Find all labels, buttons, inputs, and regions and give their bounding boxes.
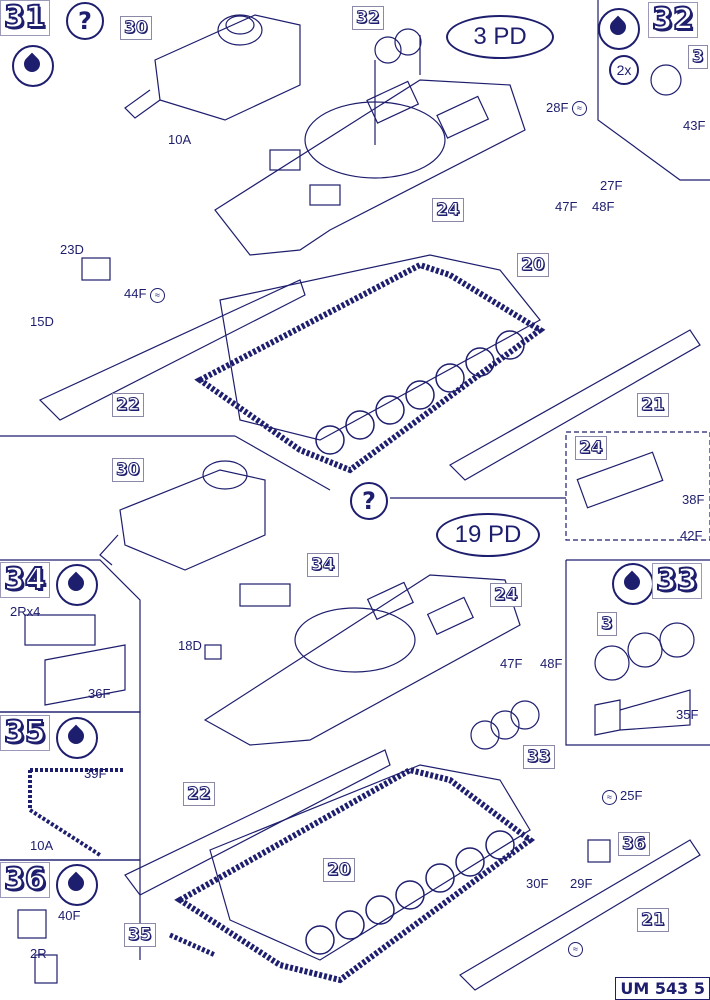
part-number: 24 (432, 198, 464, 222)
part-34-jerrycans (239, 583, 291, 607)
part-number: 30 (120, 16, 152, 40)
catalog-code: UM 543 (620, 979, 689, 998)
part-label: 30F (526, 876, 549, 891)
part-number: 24 (490, 583, 522, 607)
part-label: 28F (546, 100, 569, 115)
variant-label: 3 PD (446, 15, 554, 59)
part-number: 21 (637, 908, 669, 932)
turret-lower (99, 460, 266, 571)
part-number: 20 (323, 858, 355, 882)
paint-drop-icon (56, 564, 98, 606)
part-number: 32 (352, 6, 384, 30)
part-label: 39F (84, 766, 107, 781)
part-label: 42F (680, 528, 703, 543)
part-number: 33 (523, 745, 555, 769)
part-label: 48F (540, 656, 563, 671)
glue-icon: ≈ (602, 790, 617, 805)
detail-24-part (576, 451, 664, 509)
fender-left-lower (124, 749, 391, 896)
paint-drop-icon (612, 563, 654, 605)
part-label: 29F (570, 876, 593, 891)
variant-label: 19 PD (436, 513, 540, 557)
part-label: 27F (600, 178, 623, 193)
detail-frame-24 (565, 431, 710, 541)
bracket-36 (17, 909, 47, 939)
fender-right-upper (449, 329, 701, 481)
part-number: 21 (637, 393, 669, 417)
part-label: 47F (500, 656, 523, 671)
part-number: 22 (112, 393, 144, 417)
paint-drop-icon (598, 8, 640, 50)
paint-drop-icon (56, 864, 98, 906)
chassis-lower (174, 764, 536, 984)
part-number: 3 (688, 45, 708, 69)
chassis-upper (194, 254, 546, 474)
step-number: 33 (652, 563, 702, 599)
part-label: 48F (592, 199, 615, 214)
part-label: 38F (682, 492, 705, 507)
part-number: 20 (517, 253, 549, 277)
step-number: 36 (0, 862, 50, 898)
part-label: 2R (30, 946, 47, 961)
part-label: 15D (30, 314, 54, 329)
fender-right-lower (459, 839, 701, 991)
part-number: 24 (575, 436, 607, 460)
turret-upper (124, 14, 301, 121)
paint-drop-icon (12, 45, 54, 87)
part-label: 44F (124, 286, 147, 301)
part-23d (81, 257, 111, 281)
track-links-lower (168, 932, 217, 958)
glue-icon: ≈ (568, 942, 583, 957)
hull-lower (203, 574, 521, 746)
part-number: 3 (597, 612, 617, 636)
part-number: 22 (183, 782, 215, 806)
step33-frame (565, 559, 710, 746)
step-number: 31 (0, 0, 50, 36)
wheels-32 (374, 28, 682, 96)
part-label: 25F (620, 788, 643, 803)
part-label: 47F (555, 199, 578, 214)
part-label: 35F (676, 707, 699, 722)
part-label: 10A (168, 132, 192, 147)
part-number: 35 (124, 923, 156, 947)
track-links-35 (28, 768, 125, 857)
hull-upper (214, 35, 526, 256)
part-number: 36 (618, 832, 650, 856)
part-label: 10A (30, 838, 54, 853)
part-label: 23D (60, 242, 84, 257)
page-number: 5 (693, 979, 705, 998)
step-number: 32 (648, 2, 698, 38)
quantity-label: 2x (609, 55, 639, 85)
glue-icon: ≈ (572, 101, 587, 116)
part-number: 30 (112, 458, 144, 482)
question-icon: ? (66, 2, 104, 40)
wheels-step33 (594, 622, 695, 736)
part-36-box (587, 839, 611, 863)
part-number: 34 (307, 553, 339, 577)
step-number: 34 (0, 562, 50, 598)
part-label: 40F (58, 908, 81, 923)
quantity-label: 2Rx4 (10, 604, 41, 619)
wheels-33 (470, 700, 540, 750)
jerrycan-36 (34, 954, 58, 984)
part-label: 43F (683, 118, 706, 133)
glue-icon: ≈ (150, 288, 165, 303)
part-label: 18D (178, 638, 202, 653)
jerrycans-step34 (24, 614, 126, 706)
page-footer: UM 543 5 (615, 977, 710, 1000)
paint-drop-icon (56, 717, 98, 759)
step-number: 35 (0, 715, 50, 751)
part-18d (204, 644, 222, 660)
part-label: 36F (88, 686, 111, 701)
question-icon: ? (350, 482, 388, 520)
fender-left-upper (38, 279, 306, 421)
inset-frame-32 (597, 0, 710, 181)
